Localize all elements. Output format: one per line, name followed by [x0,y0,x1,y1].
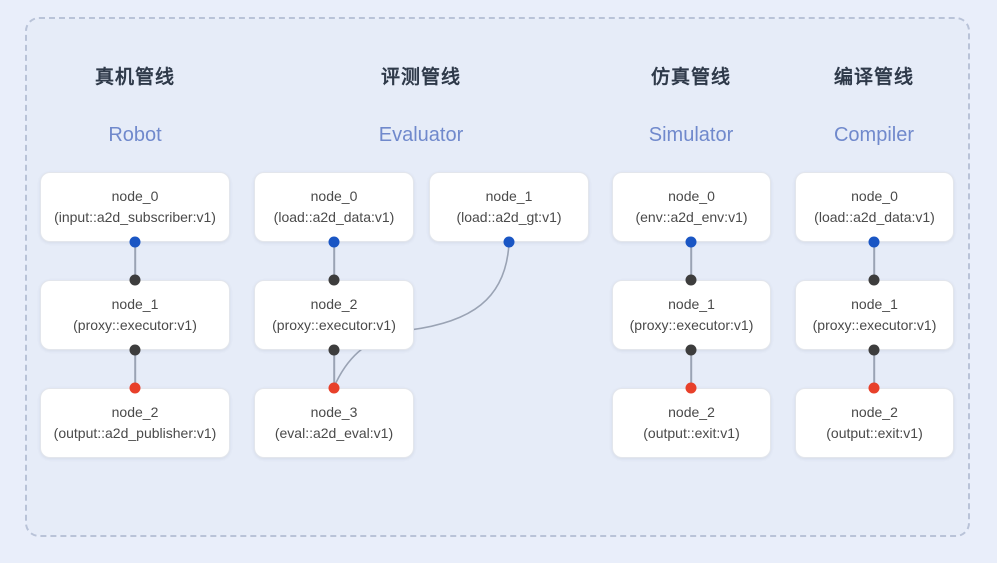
node-impl: (output::a2d_publisher:v1) [53,424,217,441]
node-impl: (proxy::executor:v1) [812,316,937,333]
node-card-robot-node-2[interactable]: node_2(output::a2d_publisher:v1) [40,388,230,458]
node-card-comp-node-1[interactable]: node_1(proxy::executor:v1) [795,280,954,350]
connector-line [873,350,875,388]
port-dot-black[interactable] [868,274,880,286]
node-card-robot-node-0[interactable]: node_0(input::a2d_subscriber:v1) [40,172,230,242]
node-name: node_1 [111,296,159,313]
node-impl: (eval::a2d_eval:v1) [274,424,394,441]
port-dot-black[interactable] [868,344,880,356]
port-dot-black[interactable] [129,274,141,286]
port-dot-black[interactable] [129,344,141,356]
node-impl: (proxy::executor:v1) [73,316,197,333]
connector-line [690,242,692,280]
node-name: node_2 [111,404,159,421]
port-dot-blue[interactable] [503,236,515,248]
column-subtitle-robot: Robot [108,124,162,146]
node-impl: (env::a2d_env:v1) [635,208,748,225]
node-card-sim-node-1[interactable]: node_1(proxy::executor:v1) [612,280,771,350]
port-dot-black[interactable] [685,274,697,286]
connector-line [134,350,136,388]
column-title-simulator: 仿真管线 [650,67,732,88]
port-dot-red[interactable] [129,382,141,394]
port-dot-blue[interactable] [868,236,880,248]
node-name: node_1 [851,296,898,313]
node-impl: (load::a2d_gt:v1) [456,208,562,225]
column-subtitle-simulator: Simulator [648,124,734,146]
node-card-eval-node-0[interactable]: node_0(load::a2d_data:v1) [254,172,414,242]
node-card-sim-node-2[interactable]: node_2(output::exit:v1) [612,388,771,458]
node-impl: (proxy::executor:v1) [629,316,754,333]
port-dot-blue[interactable] [328,236,340,248]
column-subtitle-evaluator: Evaluator [378,124,464,146]
port-dot-red[interactable] [328,382,340,394]
node-impl: (proxy::executor:v1) [272,316,396,333]
node-name: node_0 [668,188,715,205]
node-impl: (output::exit:v1) [643,424,740,441]
node-impl: (load::a2d_data:v1) [273,208,395,225]
connector-line [690,350,692,388]
node-name: node_0 [111,188,159,205]
node-name: node_2 [310,296,358,313]
node-card-eval-node-3[interactable]: node_3(eval::a2d_eval:v1) [254,388,414,458]
node-name: node_1 [668,296,715,313]
node-card-robot-node-1[interactable]: node_1(proxy::executor:v1) [40,280,230,350]
node-impl: (input::a2d_subscriber:v1) [54,208,216,225]
column-subtitle-compiler: Compiler [833,124,915,146]
port-dot-red[interactable] [868,382,880,394]
column-title-compiler: 编译管线 [833,67,915,88]
node-card-eval-node-1[interactable]: node_1(load::a2d_gt:v1) [429,172,589,242]
port-dot-black[interactable] [328,274,340,286]
node-card-eval-node-2[interactable]: node_2(proxy::executor:v1) [254,280,414,350]
port-dot-blue[interactable] [685,236,697,248]
port-dot-blue[interactable] [129,236,141,248]
connector-line [134,242,136,280]
node-name: node_1 [485,188,533,205]
port-dot-red[interactable] [685,382,697,394]
port-dot-black[interactable] [685,344,697,356]
port-dot-black[interactable] [328,344,340,356]
node-card-comp-node-0[interactable]: node_0(load::a2d_data:v1) [795,172,954,242]
column-title-evaluator: 评测管线 [380,67,462,88]
connector-line [873,242,875,280]
node-name: node_0 [851,188,898,205]
node-name: node_3 [310,404,358,421]
column-title-robot: 真机管线 [94,67,176,88]
node-name: node_0 [310,188,358,205]
node-impl: (output::exit:v1) [826,424,923,441]
node-name: node_2 [851,404,898,421]
node-card-comp-node-2[interactable]: node_2(output::exit:v1) [795,388,954,458]
node-name: node_2 [668,404,715,421]
node-impl: (load::a2d_data:v1) [814,208,935,225]
node-card-sim-node-0[interactable]: node_0(env::a2d_env:v1) [612,172,771,242]
